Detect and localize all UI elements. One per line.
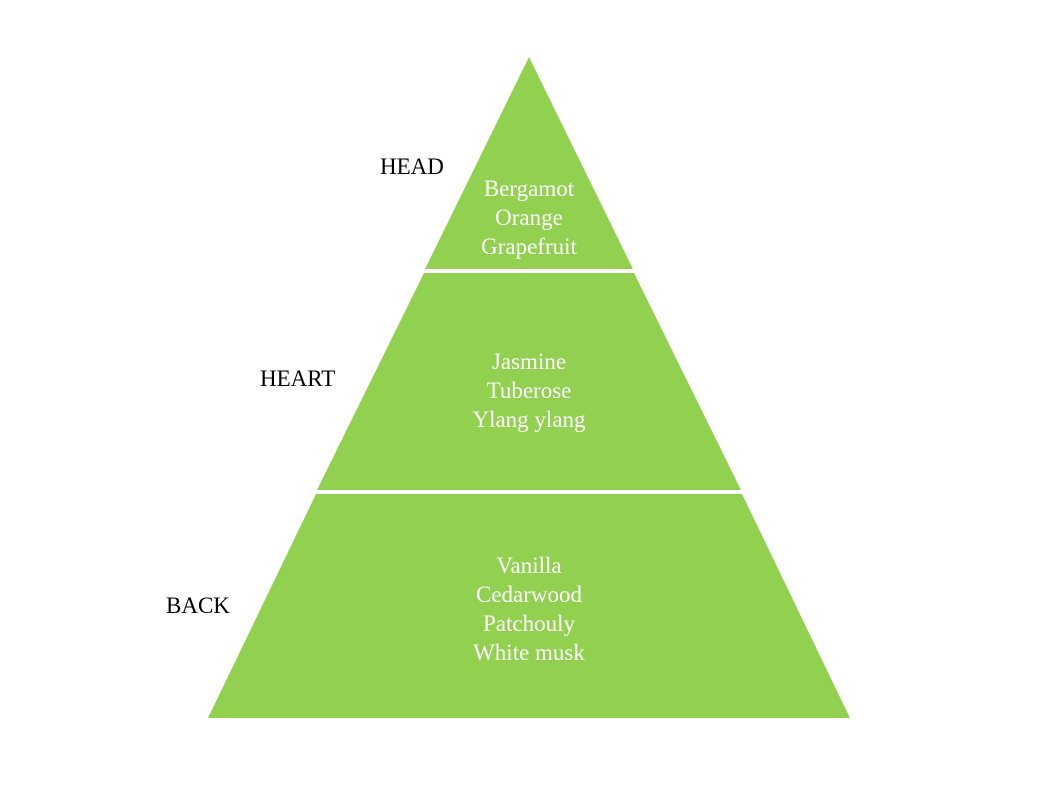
note-item: Vanilla [496,553,562,578]
pyramid-tier-head [425,57,633,269]
pyramid-tier-back [208,494,850,718]
note-item: Jasmine [491,349,567,374]
note-item: White musk [473,640,585,665]
note-item: Orange [495,205,563,230]
note-item: Patchouly [483,611,575,636]
tier-label-heart: HEART [260,366,336,391]
pyramid-tier-heart [317,273,741,490]
note-item: Bergamot [483,176,575,201]
note-item: Grapefruit [481,234,577,259]
tier-label-back: BACK [166,593,230,618]
note-item: Cedarwood [475,582,583,607]
note-item: Ylang ylang [472,407,586,432]
tier-notes-back: Vanilla Cedarwood Patchouly White musk [329,551,729,667]
tier-notes-head: Bergamot Orange Grapefruit [329,174,729,261]
note-item: Tuberose [486,378,572,403]
tier-label-head: HEAD [380,154,444,179]
tier-notes-heart: Jasmine Tuberose Ylang ylang [329,347,729,434]
